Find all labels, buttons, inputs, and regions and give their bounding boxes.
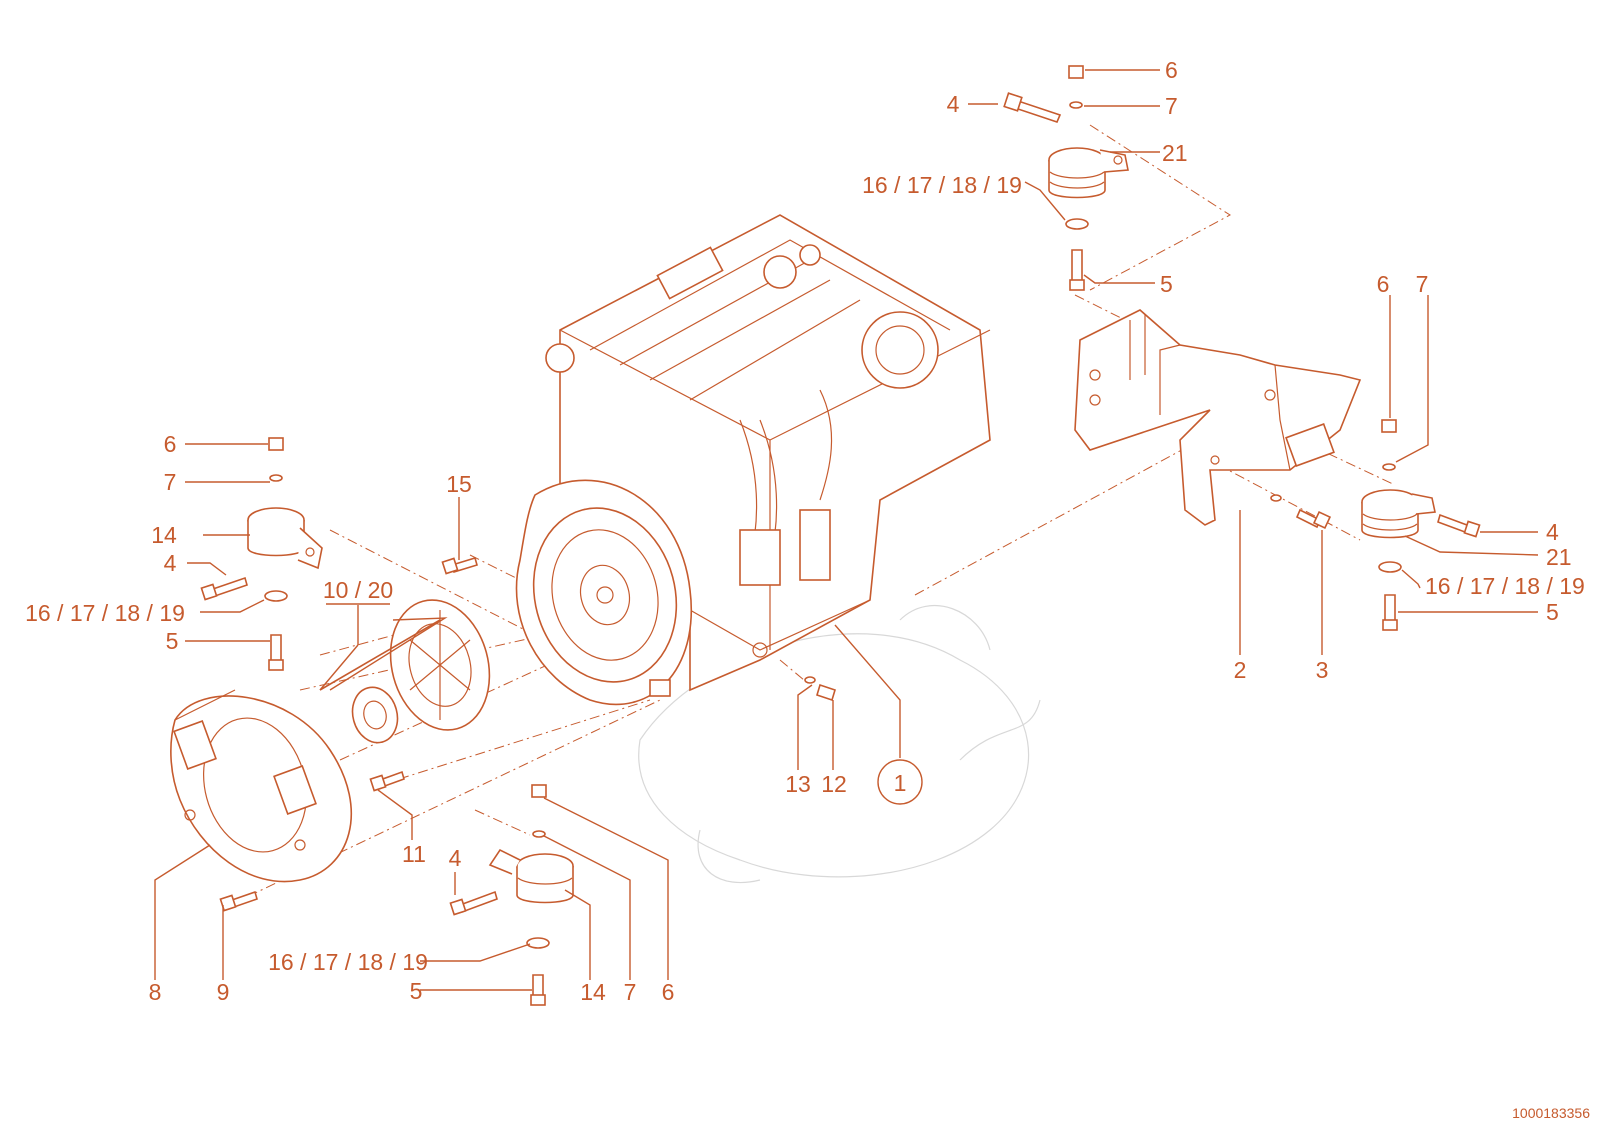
- callout-labels: 6 7 4 21 16 / 17 / 18 / 19 5 6 7 4 21 16…: [25, 57, 1585, 1005]
- callout-tr-7: 7: [1165, 93, 1178, 119]
- callout-11: 11: [402, 841, 426, 867]
- engine-mount-left: [200, 437, 323, 671]
- callout-r-6: 6: [1377, 271, 1390, 297]
- callout-bm-14: 14: [580, 979, 606, 1005]
- callout-bm-5: 5: [410, 978, 423, 1004]
- callout-tr-6: 6: [1165, 57, 1178, 83]
- watermark-mascot: [638, 604, 1041, 884]
- callout-bm-16-17-18-19: 16 / 17 / 18 / 19: [268, 949, 428, 975]
- callout-tr-21: 21: [1162, 140, 1188, 166]
- callout-l-5: 5: [166, 628, 179, 654]
- callout-r-7: 7: [1416, 271, 1429, 297]
- callout-r-2: 2: [1234, 657, 1247, 683]
- callout-l-6: 6: [164, 431, 177, 457]
- callout-r-4: 4: [1546, 519, 1559, 545]
- callout-tr-5: 5: [1160, 271, 1173, 297]
- callout-15: 15: [446, 471, 472, 497]
- callout-bm-4: 4: [449, 845, 462, 871]
- callout-l-14: 14: [151, 522, 177, 548]
- engine-mount-right: [1270, 419, 1481, 631]
- engine-assembly: [515, 214, 991, 706]
- callout-tr-16-17-18-19: 16 / 17 / 18 / 19: [862, 172, 1022, 198]
- callout-r-3: 3: [1316, 657, 1329, 683]
- callout-10-20: 10 / 20: [323, 577, 393, 603]
- leader-lines: [154, 69, 1539, 991]
- callout-bm-6: 6: [662, 979, 675, 1005]
- callout-12: 12: [821, 771, 847, 797]
- callout-1: 1: [894, 770, 907, 796]
- callout-tr-4: 4: [947, 91, 960, 117]
- callout-8: 8: [149, 979, 162, 1005]
- mounting-bracket: [1074, 309, 1362, 526]
- callout-bm-7: 7: [624, 979, 637, 1005]
- document-number: 1000183356: [1512, 1105, 1590, 1121]
- callout-r-16-17-18-19: 16 / 17 / 18 / 19: [1425, 573, 1585, 599]
- engine-mount-top-right: [1003, 65, 1129, 291]
- callout-l-7: 7: [164, 469, 177, 495]
- flywheel-adapter-housing: [170, 689, 353, 883]
- small-fasteners: [219, 556, 836, 912]
- callout-r-21: 21: [1546, 544, 1572, 570]
- callout-r-5: 5: [1546, 599, 1559, 625]
- callout-13: 13: [785, 771, 811, 797]
- coupling-disc-and-hub: [319, 599, 491, 744]
- engine-mount-bottom: [449, 784, 574, 1006]
- callout-1-circle: [877, 759, 923, 805]
- callout-9: 9: [217, 979, 230, 1005]
- callout-l-4: 4: [164, 550, 177, 576]
- callout-l-16-17-18-19: 16 / 17 / 18 / 19: [25, 600, 185, 626]
